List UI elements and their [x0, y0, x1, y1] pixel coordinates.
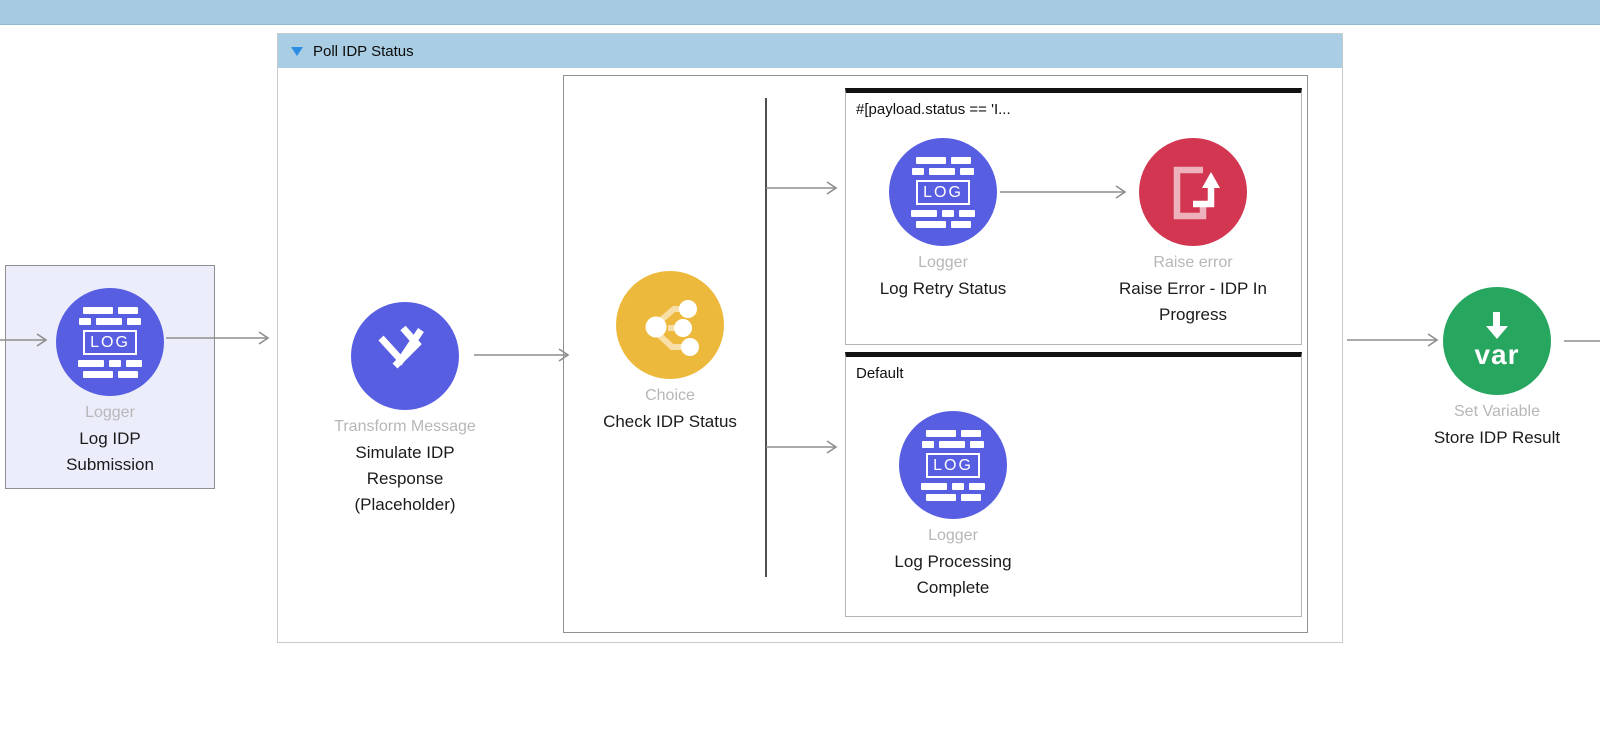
arrow-set-variable-out [1564, 333, 1600, 349]
transform-message-icon[interactable] [351, 302, 459, 410]
log-glyph-icon: LOG [921, 429, 985, 501]
node-name-label: Simulate IDP Response (Placeholder) [354, 443, 456, 514]
arrow-logger-to-scope [166, 330, 270, 346]
node-type-label: Logger [918, 254, 968, 271]
arrow-scope-to-set-variable [1347, 332, 1439, 348]
node-type-label: Transform Message [334, 418, 476, 435]
node-name-label: Raise Error - IDP In Progress [1118, 279, 1267, 324]
set-variable-icon[interactable]: var [1443, 287, 1551, 395]
node-type-label: Set Variable [1454, 403, 1540, 420]
arrow-to-when-branch [766, 180, 838, 196]
node-name-label: Check IDP Status [603, 412, 737, 431]
arrow-transform-to-choice [474, 347, 570, 363]
branch-connector-line [765, 98, 767, 577]
when-condition-label: #[payload.status == 'I... [856, 101, 1011, 118]
arrow-to-default-branch [766, 439, 838, 455]
node-store-idp-result: var Set Variable Store IDP Result [1377, 287, 1600, 451]
var-glyph-icon: var [1474, 312, 1519, 370]
node-name-label: Log Retry Status [879, 279, 1007, 298]
logger-icon[interactable]: LOG [899, 411, 1007, 519]
default-branch-label: Default [856, 365, 904, 382]
arrow-logger-to-raise-error [1000, 184, 1127, 200]
arrow-into-log-idp-submission [0, 332, 48, 348]
node-log-retry-status: LOG Logger Log Retry Status [823, 138, 1063, 302]
logger-icon[interactable]: LOG [889, 138, 997, 246]
node-type-label: Raise error [1153, 254, 1233, 271]
node-type-label: Logger [928, 527, 978, 544]
node-log-idp-submission: LOG Logger Log IDP Submission [0, 288, 230, 478]
exit-arrow-glyph-icon [1173, 166, 1220, 220]
node-simulate-idp-response: Transform Message Simulate IDP Response … [285, 302, 525, 518]
raise-error-icon[interactable] [1139, 138, 1247, 246]
branch-glyph-icon [645, 300, 699, 356]
node-check-idp-status: Choice Check IDP Status [550, 271, 790, 435]
node-name-label: Log Processing Complete [894, 552, 1012, 597]
node-raise-error-idp-in-progress: Raise error Raise Error - IDP In Progres… [1073, 138, 1313, 328]
top-bar [0, 0, 1600, 25]
scope-header[interactable]: Poll IDP Status [278, 34, 1342, 68]
log-glyph-icon: LOG [78, 306, 142, 378]
logger-icon[interactable]: LOG [56, 288, 164, 396]
scope-title: Poll IDP Status [313, 42, 414, 60]
node-log-processing-complete: LOG Logger Log Processing Complete [833, 411, 1073, 601]
node-type-label: Logger [85, 404, 135, 421]
dataweave-glyph-icon [378, 325, 424, 369]
node-name-label: Log IDP Submission [66, 429, 154, 474]
collapse-triangle-icon[interactable] [291, 46, 303, 56]
node-name-label: Store IDP Result [1433, 428, 1561, 447]
node-type-label: Choice [645, 387, 695, 404]
choice-icon[interactable] [616, 271, 724, 379]
log-glyph-icon: LOG [911, 156, 975, 228]
